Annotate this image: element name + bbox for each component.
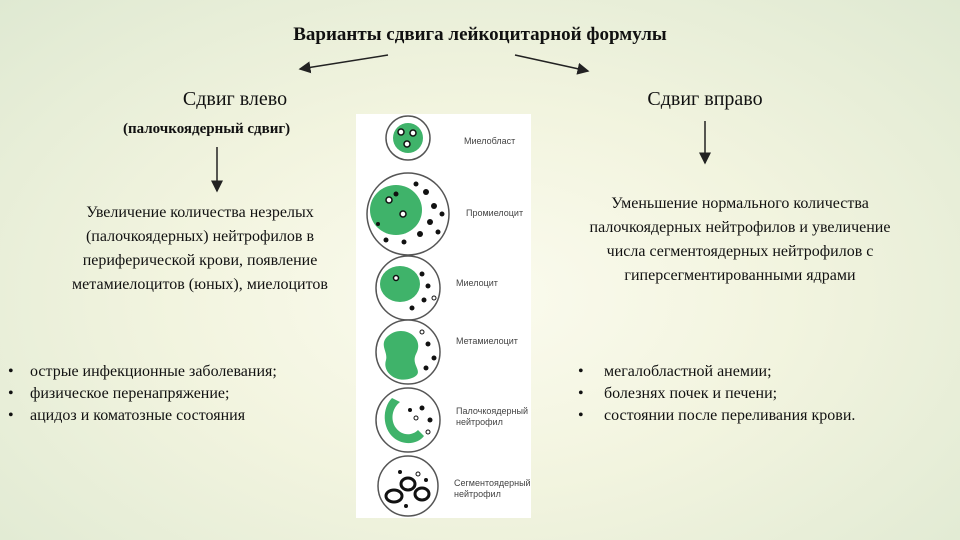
list-item: • мегалобластной анемии; (578, 361, 948, 383)
cause-text: состоянии после переливания крови. (604, 407, 855, 424)
cell-label-line: Сегментоядерный (454, 478, 531, 489)
promyelocyte-cell (367, 173, 449, 255)
cell-label-segmented-neutrophil: Сегментоядерный нейтрофил (454, 478, 531, 500)
arrow-to-right-branch (515, 55, 588, 71)
cause-text: острые инфекционные заболевания; (30, 363, 277, 380)
bullet: • (8, 405, 14, 427)
list-item: • состоянии после переливания крови. (578, 405, 948, 427)
cause-text: физическое перенапряжение; (30, 385, 229, 402)
bullet: • (8, 361, 14, 383)
list-item: • болезнях почек и печени; (578, 383, 948, 405)
arrow-to-left-branch (300, 55, 388, 69)
cause-text: болезнях почек и печени; (604, 385, 777, 402)
cell-label-line: Палочкоядерный (456, 406, 528, 417)
description-line: гиперсегментированными ядрами (540, 264, 940, 288)
description-line: Увеличение количества незрелых (25, 201, 375, 225)
description-line: (палочкоядерных) нейтрофилов в (25, 225, 375, 249)
description-line: метамиелоцитов (юных), миелоцитов (25, 273, 375, 297)
bullet: • (578, 361, 584, 383)
bullet: • (578, 383, 584, 405)
bullet: • (8, 383, 14, 405)
myeloblast-cell (386, 116, 430, 160)
description-line: палочкоядерных нейтрофилов и увеличение (540, 216, 940, 240)
cell-label-band-neutrophil: Палочкоядерный нейтрофил (456, 406, 528, 428)
description-line: числа сегментоядерных нейтрофилов с (540, 240, 940, 264)
cell-maturation-panel: Миелобласт Промиелоцит Миелоцит Метамиел… (356, 114, 531, 518)
list-item: • острые инфекционные заболевания; (8, 361, 353, 383)
right-shift-heading: Сдвиг вправо (610, 88, 800, 111)
cause-text: ацидоз и коматозные состояния (30, 407, 245, 424)
cause-text: мегалобластной анемии; (604, 363, 772, 380)
segmented-neutrophil-cell (378, 456, 438, 516)
band-neutrophil-cell (376, 388, 440, 452)
description-line: периферической крови, появление (25, 249, 375, 273)
left-causes-list: • острые инфекционные заболевания; • физич… (8, 361, 353, 427)
cell-label-promyelocyte: Промиелоцит (466, 208, 523, 219)
cell-label-myeloblast: Миелобласт (464, 136, 515, 147)
metamyelocyte-cell (376, 320, 440, 384)
description-line: Уменьшение нормального количества (540, 192, 940, 216)
bullet: • (578, 405, 584, 427)
list-item: • физическое перенапряжение; (8, 383, 353, 405)
right-causes-list: • мегалобластной анемии; • болезнях почек … (578, 361, 948, 427)
cell-label-myelocyte: Миелоцит (456, 278, 498, 289)
left-shift-subheading: (палочкоядерный сдвиг) (123, 121, 290, 138)
left-shift-description: Увеличение количества незрелых (палочкоя… (25, 201, 375, 297)
cell-label-line: нейтрофил (454, 489, 531, 500)
cell-drawings (356, 114, 531, 518)
cell-label-line: нейтрофил (456, 417, 528, 428)
right-shift-description: Уменьшение нормального количества палочк… (540, 192, 940, 288)
myelocyte-cell (376, 256, 440, 320)
list-item: • ацидоз и коматозные состояния (8, 405, 353, 427)
cell-label-metamyelocyte: Метамиелоцит (456, 336, 518, 347)
left-shift-heading: Сдвиг влево (140, 88, 330, 111)
